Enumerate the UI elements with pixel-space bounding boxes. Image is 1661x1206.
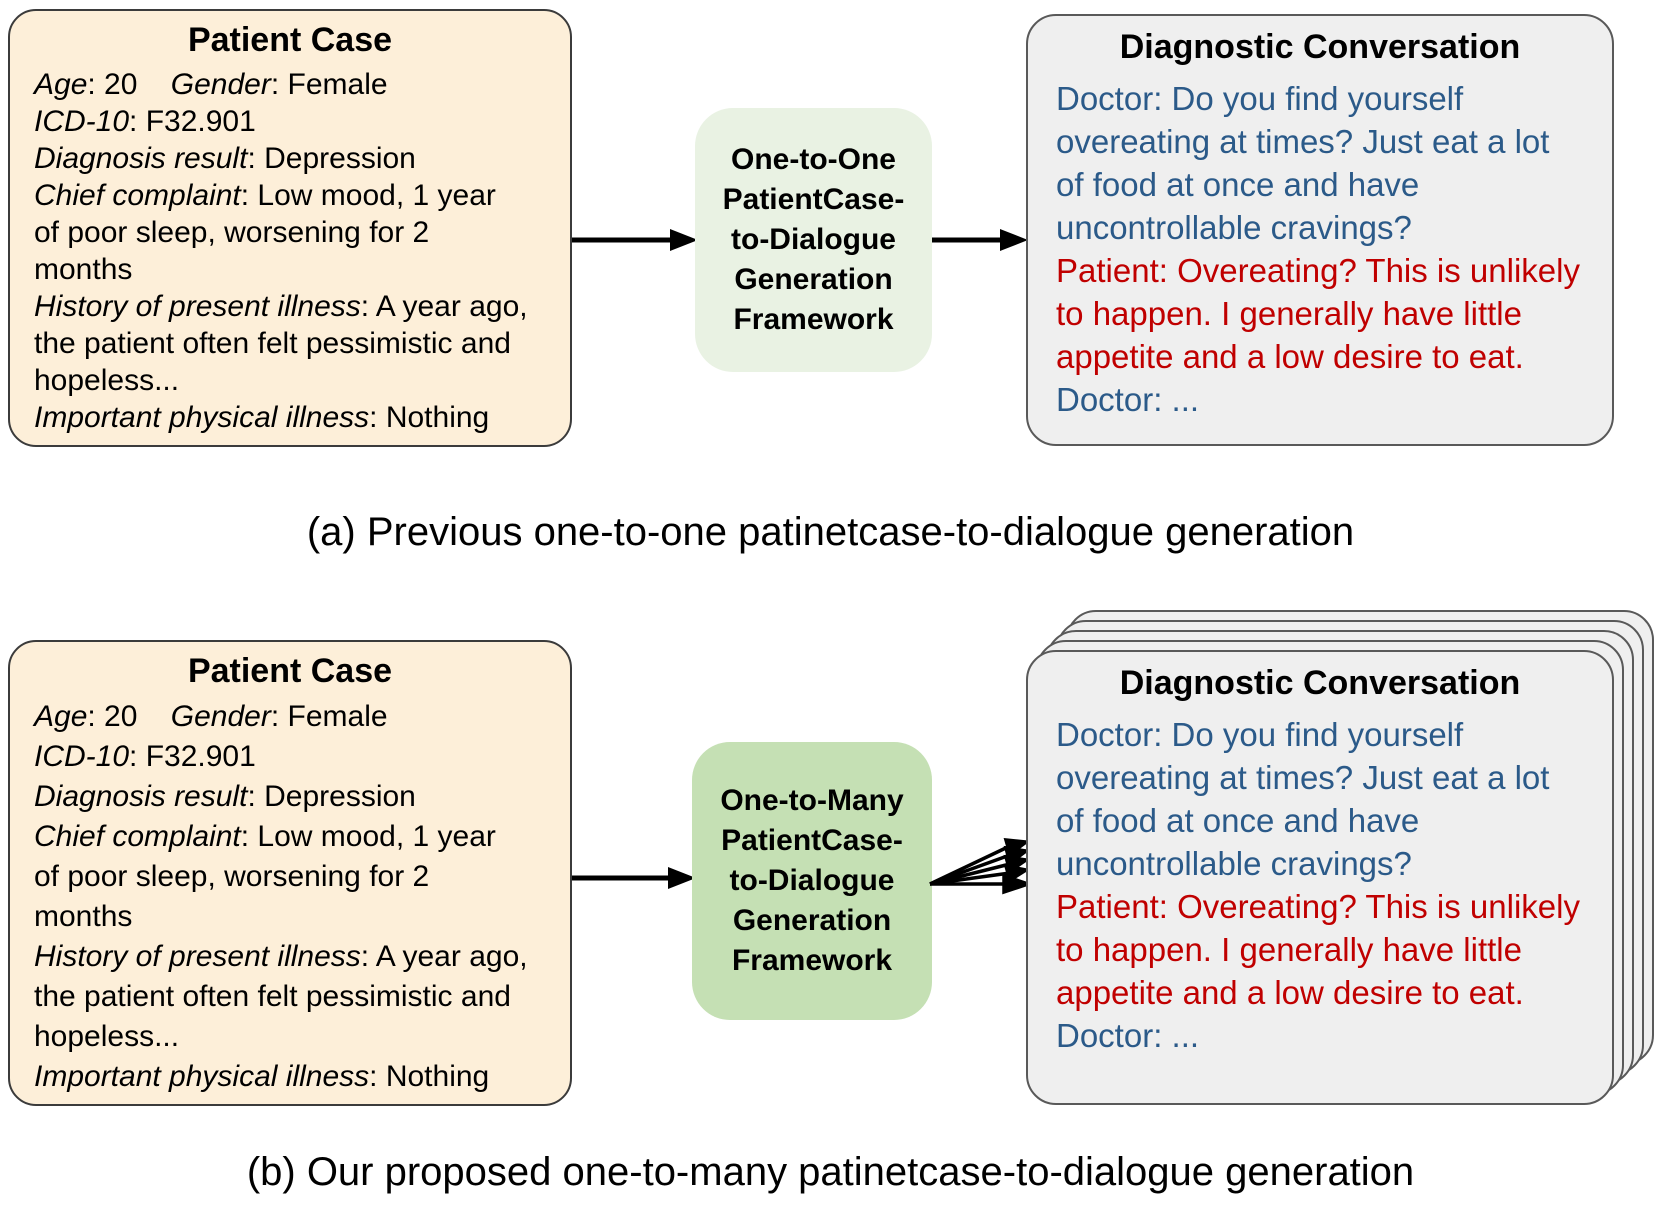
case-line: of poor sleep, worsening for 2 (34, 216, 430, 249)
conversation-box-a: Diagnostic Conversation Doctor: Do you f… (1026, 14, 1614, 446)
case-line: months (34, 900, 133, 933)
caption-panel-a: (a) Previous one-to-one patinetcase-to-d… (306, 510, 1355, 554)
framework-line: One-to-Many (720, 784, 904, 817)
case-line: months (34, 253, 133, 286)
patient-case-title: Patient Case (187, 21, 393, 59)
case-line: the patient often felt pessimistic and (34, 980, 511, 1013)
framework-line: to-Dialogue (729, 864, 895, 897)
framework-line: PatientCase- (722, 183, 905, 216)
conversation-line: to happen. I generally have little (1056, 295, 1522, 332)
patient-case-title: Patient Case (187, 652, 393, 690)
framework-line: to-Dialogue (731, 223, 896, 256)
conversation-line: Patient: Overeating? This is unlikely (1056, 888, 1580, 925)
case-line: ICD-10: F32.901 (34, 105, 256, 138)
case-line: Chief complaint: Low mood, 1 year (34, 179, 496, 212)
conversation-line: Patient: Overeating? This is unlikely (1056, 252, 1580, 289)
fan-arrows-one-to-many (929, 838, 1034, 895)
conversation-body: Doctor: Do you find yourself overeating a… (1028, 67, 1612, 421)
case-line: of poor sleep, worsening for 2 (34, 860, 430, 893)
case-line: ICD-10: F32.901 (34, 740, 256, 773)
conversation-line: appetite and a low desire to eat. (1056, 974, 1524, 1011)
conversation-box-b: Diagnostic Conversation Doctor: Do you f… (1026, 650, 1614, 1105)
caption-panel-b: (b) Our proposed one-to-many patinetcase… (246, 1150, 1415, 1194)
conversation-line: uncontrollable cravings? (1056, 209, 1412, 246)
case-line: Important physical illness: Nothing (34, 1060, 490, 1093)
case-line: History of present illness: A year ago, (34, 940, 528, 973)
case-line: Diagnosis result: Depression (34, 780, 416, 813)
conversation-body: Doctor: Do you find yourself overeating a… (1028, 703, 1612, 1057)
framework-line: Generation (734, 263, 893, 296)
framework-line: PatientCase- (721, 824, 903, 857)
conversation-line: Doctor: Do you find yourself (1056, 80, 1464, 117)
framework-line: One-to-One (731, 143, 896, 176)
conversation-line: of food at once and have (1056, 802, 1420, 839)
case-line: Important physical illness: Nothing (34, 401, 490, 434)
conversation-line: of food at once and have (1056, 166, 1420, 203)
case-line: Age: 20 Gender: Female (34, 700, 388, 733)
conversation-line: Doctor: ... (1056, 381, 1200, 418)
framework-line: Generation (732, 904, 892, 937)
conversation-line: overeating at times? Just eat a lot (1056, 759, 1550, 796)
framework-line: Framework (733, 303, 894, 336)
case-line: hopeless... (34, 364, 180, 397)
arrow-framework-to-conversation-a (932, 229, 1028, 251)
case-line: History of present illness: A year ago, (34, 290, 528, 323)
framework-line: Framework (731, 944, 893, 977)
conversation-line: appetite and a low desire to eat. (1056, 338, 1524, 375)
arrow-case-to-framework-b (572, 867, 696, 889)
conversation-line: overeating at times? Just eat a lot (1056, 123, 1550, 160)
conversation-line: Doctor: ... (1056, 1017, 1200, 1054)
conversation-line: uncontrollable cravings? (1056, 845, 1412, 882)
case-line: Diagnosis result: Depression (34, 142, 416, 175)
conversation-title: Diagnostic Conversation (1119, 664, 1521, 702)
conversation-title: Diagnostic Conversation (1119, 28, 1521, 66)
case-line: hopeless... (34, 1020, 180, 1053)
conversation-line: to happen. I generally have little (1056, 931, 1522, 968)
arrow-case-to-framework-a (572, 229, 698, 251)
conversation-line: Doctor: Do you find yourself (1056, 716, 1464, 753)
case-line: Age: 20 Gender: Female (34, 68, 388, 101)
case-line: Chief complaint: Low mood, 1 year (34, 820, 496, 853)
case-line: the patient often felt pessimistic and (34, 327, 511, 360)
